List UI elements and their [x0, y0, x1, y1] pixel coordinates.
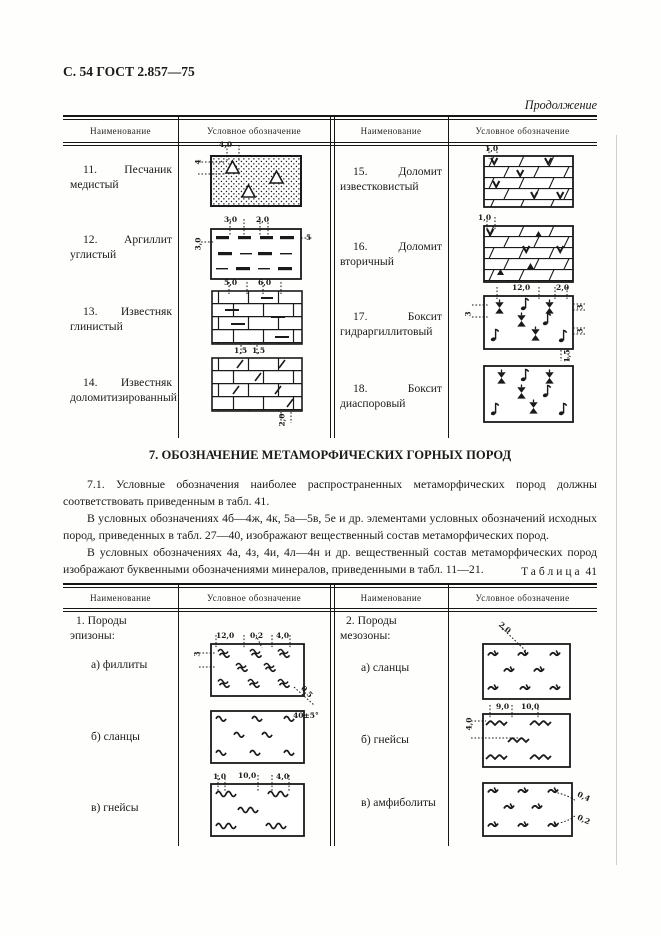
- pattern-swatch-mesozone-schist: [482, 627, 571, 700]
- dim-label: 3: [463, 311, 473, 317]
- row-name-17: 17. Боксит гидраргиллитовый: [340, 310, 442, 338]
- section-heading: 7. ОБОЗНАЧЕНИЕ МЕТАМОРФИЧЕСКИХ ГОРНЫХ ПО…: [148, 448, 512, 462]
- dim-label: 12,0: [216, 631, 235, 640]
- table1-middle-divider-a: [330, 115, 331, 438]
- table2-divider-1: [178, 583, 179, 846]
- dim-label: 4,0: [219, 140, 233, 149]
- dim-label: 9,0: [496, 702, 510, 711]
- pattern-swatch-epizone-schist: [210, 710, 305, 764]
- dim-label: 5: [306, 233, 312, 242]
- table2-middle-divider-b: [334, 583, 335, 846]
- dim-label: 1,0: [213, 772, 227, 781]
- row-name-13: 13. Известняк глинистый: [70, 305, 172, 333]
- row-name-epizone-gneisses: в) гнейсы: [91, 801, 139, 814]
- dim-label: 10,0: [238, 771, 257, 780]
- row-name-18: 18. Боксит диаспоровый: [340, 382, 442, 410]
- table2-divider-2: [448, 583, 449, 846]
- dim-label: 1,0: [478, 213, 492, 222]
- section-paragraphs: 7.1. Условные обозначения наиболее распр…: [63, 476, 597, 578]
- pattern-swatch-secondary-dolomite: [483, 217, 574, 283]
- dim-label: 40±5°: [293, 711, 319, 720]
- table2-header-name-left: Наименование: [90, 593, 151, 603]
- dim-label: 2,0: [256, 215, 270, 224]
- pattern-swatch-epizone-gneiss: [210, 775, 305, 837]
- dim-label: 6,0: [258, 278, 272, 287]
- dim-label: 5,0: [224, 278, 238, 287]
- pattern-swatch-sandstone-cupriferous: [198, 145, 302, 207]
- row-name-amphibolites: в) амфиболиты: [361, 796, 436, 809]
- table1-divider-2: [448, 115, 449, 438]
- group-label-epizone: 1. Породы эпизоны:: [70, 614, 127, 642]
- table1-middle-divider-b: [334, 115, 335, 438]
- page-header: С. 54 ГОСТ 2.857—75: [63, 64, 195, 79]
- dim-label: 4: [193, 159, 203, 165]
- table1-divider-1: [178, 115, 179, 438]
- row-name-phyllites: а) филлиты: [91, 658, 148, 671]
- dim-label: 1,5: [252, 346, 266, 355]
- table1-header-name-right: Наименование: [360, 126, 422, 136]
- table2-header-symbol-right: Условное обозначение: [475, 593, 570, 603]
- table-caption-number: 41: [585, 566, 598, 578]
- row-name-14: 14. Известняк доломитизированный: [70, 376, 177, 404]
- table1-header-symbol-right: Условное обозначение: [475, 126, 570, 136]
- row-name-11: 11. Песчаник медистый: [70, 163, 172, 191]
- scan-artifact-line: [616, 135, 617, 865]
- row-name-epizone-schists: б) сланцы: [91, 730, 140, 743]
- dim-label: 1,5: [234, 346, 248, 355]
- table2-header-name-right: Наименование: [360, 593, 422, 603]
- dim-label: 2,0: [556, 283, 570, 292]
- dim-label: 2,0: [277, 413, 287, 427]
- dim-label: 3: [192, 651, 202, 657]
- row-name-mesozone-schists: а) сланцы: [361, 661, 410, 674]
- dim-label: 0,4: [575, 789, 592, 804]
- pattern-swatch-calcareous-dolomite: [483, 148, 574, 208]
- dim-label: 4,0: [276, 631, 290, 640]
- dim-label: 10,0: [521, 702, 540, 711]
- table2-middle-divider-a: [330, 583, 331, 846]
- dim-label: 0,2: [575, 812, 592, 827]
- table2-header-symbol-left: Условное обозначение: [207, 593, 301, 603]
- table-caption-word: Таблица: [521, 566, 583, 578]
- pattern-swatch-amphibolite: [482, 782, 577, 837]
- dim-label: 4,0: [276, 772, 290, 781]
- row-name-16: 16. Доломит вторичный: [340, 240, 442, 268]
- pattern-swatch-diaspore-bauxite: [483, 365, 574, 423]
- table1-header-symbol-left: Условное обозначение: [207, 126, 301, 136]
- paragraph-1: 7.1. Условные обозначения наиболее распр…: [63, 477, 597, 508]
- dim-label: 4,0: [464, 717, 474, 731]
- pattern-swatch-mesozone-gneiss: [471, 705, 571, 768]
- dim-label: 3: [575, 328, 585, 334]
- pattern-swatch-phyllite: [199, 634, 315, 706]
- paragraph-3: В условных обозначениях 4а, 4з, 4и, 4л—4…: [63, 545, 597, 576]
- dim-label: 0,5: [299, 683, 315, 700]
- dim-label: 2,0: [496, 619, 513, 636]
- paragraph-2: В условных обозначениях 4б—4ж, 4к, 5а—5в…: [63, 511, 597, 542]
- dim-label: 3,0: [224, 215, 238, 224]
- row-name-15: 15. Доломит известковистый: [340, 165, 442, 193]
- row-name-12: 12. Аргиллит углистый: [70, 233, 172, 261]
- group-label-mesozone: 2. Породы мезозоны:: [340, 614, 397, 642]
- dim-label: 0,2: [250, 631, 264, 640]
- pattern-swatch-dolomitized-limestone: [211, 357, 303, 423]
- dim-label: 3: [575, 304, 585, 310]
- dim-label: 3,0: [193, 237, 203, 251]
- row-name-mesozone-gneisses: б) гнейсы: [361, 733, 409, 746]
- pattern-swatch-gibbsite-bauxite: [472, 287, 585, 361]
- table1-header-name-left: Наименование: [90, 126, 151, 136]
- continuation-label: Продолжение: [524, 98, 597, 112]
- pattern-swatch-clayey-limestone: [211, 282, 303, 354]
- table2-caption: Таблица 41: [63, 566, 597, 578]
- pattern-swatch-carbonaceous-argillite: [201, 219, 312, 280]
- dim-label: 1,5: [562, 349, 572, 363]
- dim-label: 1,0: [485, 144, 499, 153]
- dim-label: 12,0: [512, 283, 531, 292]
